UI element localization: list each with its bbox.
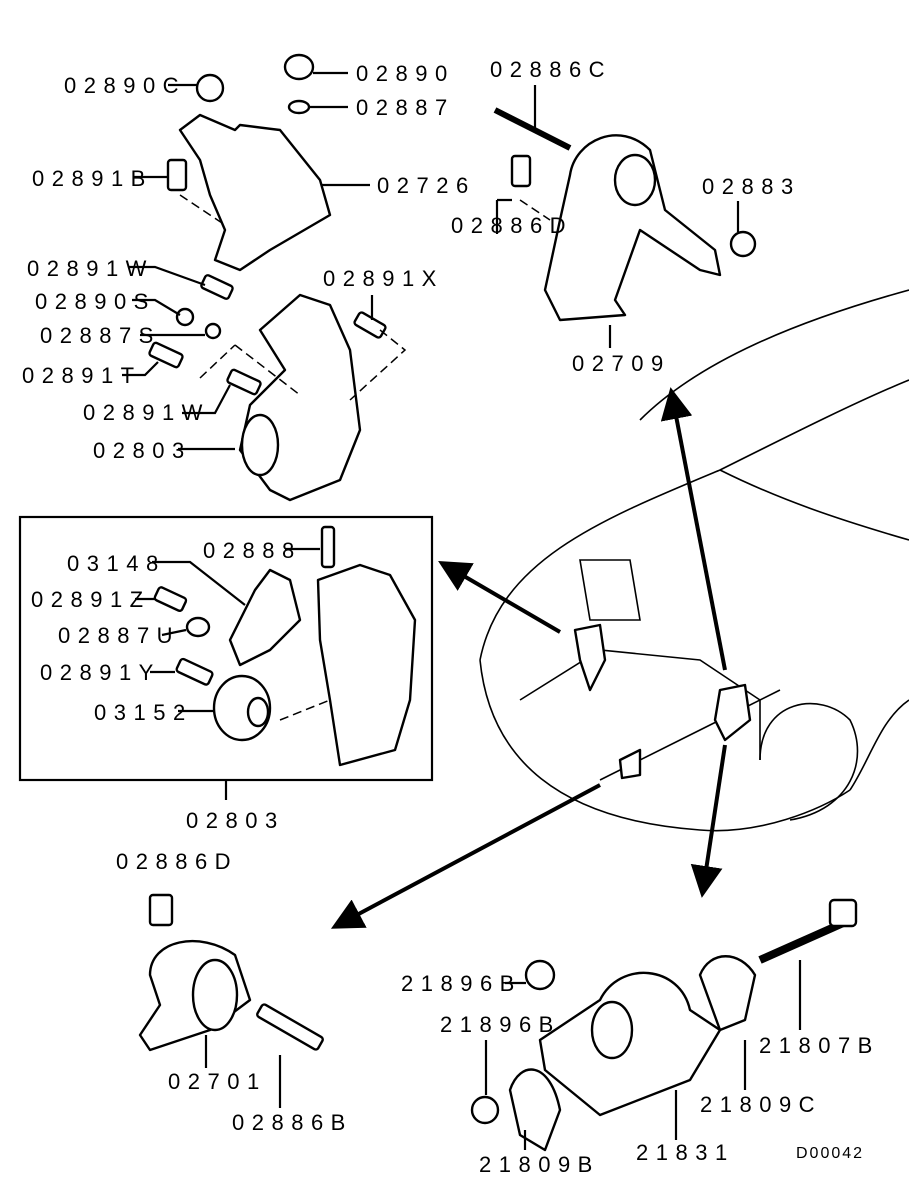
- label-02891Y: 02891Y: [40, 660, 161, 685]
- label-02890S: 02890S: [35, 289, 156, 314]
- label-02891W-a: 02891W: [27, 256, 154, 281]
- inset-parts: [153, 525, 417, 767]
- label-02887: 02887: [356, 95, 455, 120]
- leader-lines: [122, 71, 802, 1150]
- label-02886D-top: 02886D: [451, 213, 573, 238]
- label-02803-box: 02803: [186, 808, 285, 833]
- label-02886C: 02886C: [490, 57, 612, 82]
- label-02887S: 02887S: [40, 323, 161, 348]
- label-02891T: 02891T: [22, 363, 142, 388]
- label-02803-top: 02803: [93, 438, 192, 463]
- label-02701: 02701: [168, 1069, 267, 1094]
- label-02886D-bottom: 02886D: [116, 849, 238, 874]
- diagram-code: D00042: [796, 1145, 864, 1162]
- label-21896B-b: 21896B: [440, 1012, 561, 1037]
- mount-bracket-02709: [493, 107, 757, 322]
- label-02888: 02888: [203, 538, 302, 563]
- label-03152: 03152: [94, 700, 193, 725]
- label-02891W-b: 02891W: [83, 400, 210, 425]
- reference-arrows: [330, 387, 727, 929]
- label-02891B: 02891B: [32, 166, 153, 191]
- label-03148: 03148: [67, 551, 166, 576]
- label-02886B: 02886B: [232, 1110, 353, 1135]
- vehicle-body-outline: [479, 289, 909, 832]
- label-02890: 02890: [356, 61, 455, 86]
- label-02887U: 02887U: [58, 623, 180, 648]
- mount-02701: [138, 893, 324, 1052]
- mount-bracket-02726: [166, 53, 332, 272]
- label-21896B-a: 21896B: [401, 971, 522, 996]
- mount-bracket-02803: [148, 274, 407, 502]
- part-labels: 02890C 02890 02887 02886C 02891B 02726 0…: [22, 57, 880, 1177]
- mount-21831: [470, 898, 858, 1152]
- label-02890C: 02890C: [64, 73, 186, 98]
- label-02883: 02883: [702, 174, 801, 199]
- label-21807B: 21807B: [759, 1033, 880, 1058]
- label-02891Z: 02891Z: [31, 587, 151, 612]
- label-02891X: 02891X: [323, 266, 444, 291]
- label-21831: 21831: [636, 1140, 735, 1165]
- label-21809B: 21809B: [479, 1152, 600, 1177]
- label-02709: 02709: [572, 351, 671, 376]
- label-21809C: 21809C: [700, 1092, 822, 1117]
- label-02726: 02726: [377, 173, 476, 198]
